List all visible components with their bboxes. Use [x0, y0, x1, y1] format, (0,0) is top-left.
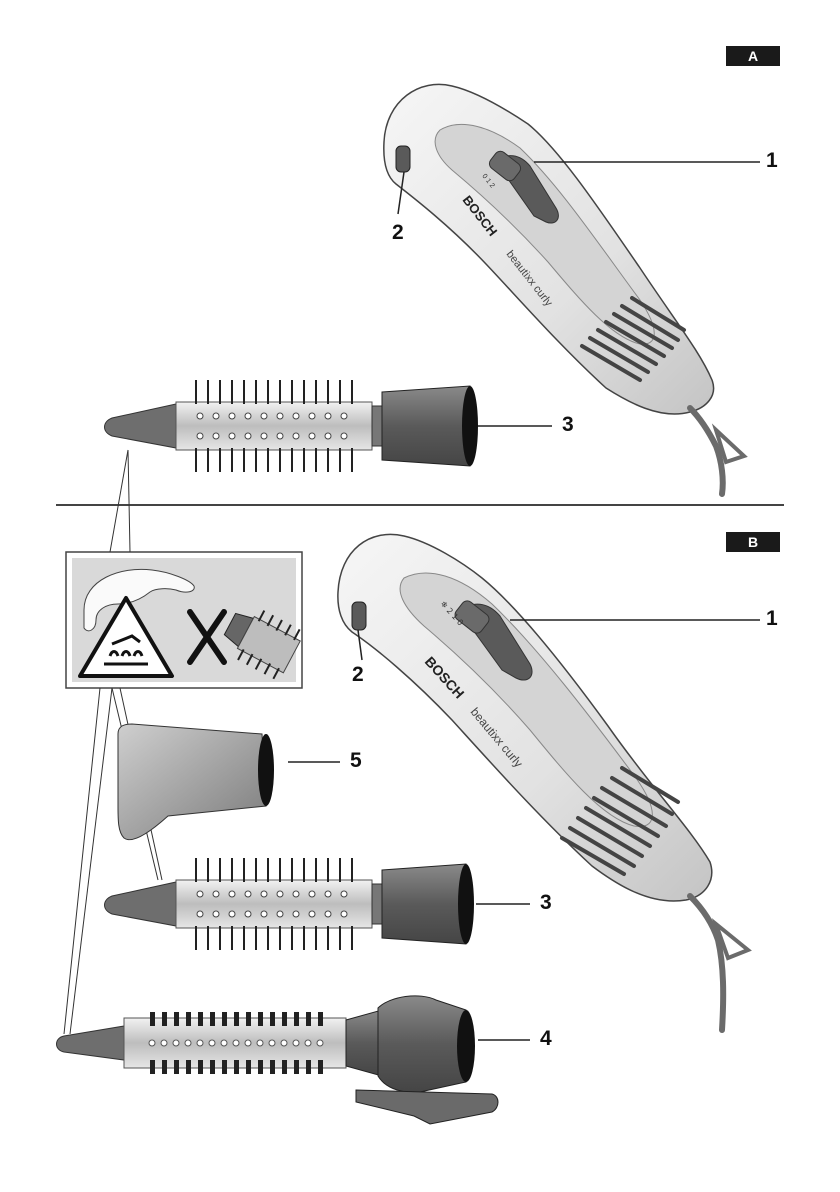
section-a-tag: A	[726, 46, 780, 66]
round-brush-a	[105, 380, 479, 472]
hot-surface-warning	[66, 552, 305, 688]
round-brush-a-cap	[382, 386, 470, 466]
callout-a-3: 3	[562, 414, 574, 436]
round-brush-b-cap-opening	[458, 864, 474, 944]
hot-air-nozzle-body	[118, 724, 266, 840]
curling-brush-clamp-lever	[356, 1090, 498, 1124]
device-b-release-button	[352, 602, 366, 630]
round-brush-b-cap	[382, 864, 466, 944]
section-divider	[56, 504, 784, 506]
section-b-tag: B	[726, 532, 780, 552]
device-b: BOSCH beautixx curly ❄ 2 1 0	[338, 534, 748, 1030]
curling-brush-cap-opening	[457, 1010, 475, 1082]
round-brush-a-tip	[105, 404, 177, 448]
callout-a-1: 1	[766, 150, 778, 172]
device-a-cord	[690, 408, 723, 494]
callout-b-4: 4	[540, 1028, 552, 1050]
device-b-cord	[690, 896, 723, 1030]
hot-air-nozzle-opening	[258, 734, 274, 806]
curling-brush-collar	[346, 1010, 382, 1076]
round-brush-b-barrel	[176, 880, 372, 928]
callout-a-2: 2	[392, 222, 404, 244]
round-brush-b-tip	[105, 882, 177, 926]
callout-b-3: 3	[540, 892, 552, 914]
callout-b-2: 2	[352, 664, 364, 686]
round-brush-a-cap-opening	[462, 386, 478, 466]
curling-brush-tip	[57, 1026, 125, 1060]
round-brush-a-barrel	[176, 402, 372, 450]
round-brush-b-collar	[372, 884, 382, 924]
curling-brush-holes	[149, 1040, 323, 1046]
curling-brush	[57, 996, 499, 1124]
device-a-release-button	[396, 146, 410, 172]
round-brush-a-collar	[372, 406, 382, 446]
curling-brush-cap	[378, 996, 466, 1092]
callout-b-5: 5	[350, 750, 362, 772]
hot-air-nozzle	[118, 724, 274, 840]
callout-b-1: 1	[766, 608, 778, 630]
